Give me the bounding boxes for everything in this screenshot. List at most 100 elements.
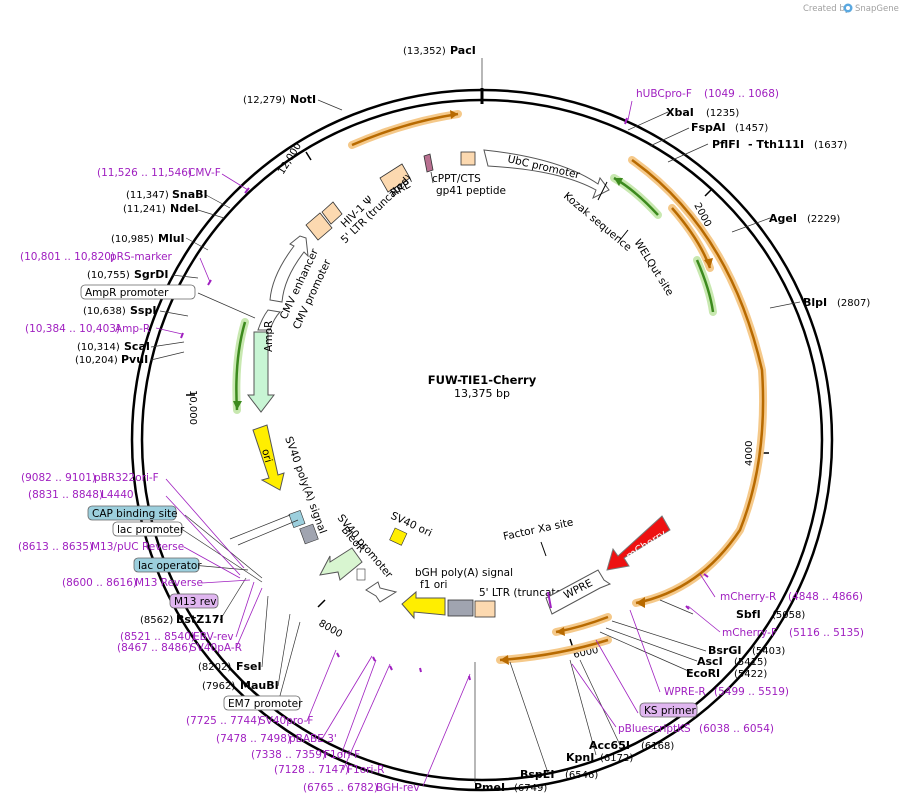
green-arrow-right-b (693, 256, 717, 316)
primer-range-prs-marker: (10,801 .. 10,820) (20, 251, 115, 263)
ltr-box-top (305, 212, 333, 241)
enzyme-name-sbfi: SbfI (736, 608, 761, 621)
enzyme-pos-pmei: (6749) (514, 783, 547, 794)
feature-ori: ori (259, 448, 274, 464)
primer-name-m13-reverse: M13 Reverse (135, 577, 203, 589)
boxed-label-ks-primer: KS primer (639, 702, 698, 718)
primer-name-pbluescriptks: pBluescriptKS (618, 723, 691, 735)
enzyme-pos-tth111i: (1637) (814, 140, 847, 151)
gp41-leader (430, 171, 434, 184)
primer-name-cmv-f: CMV-F (188, 167, 221, 179)
enzyme-labels: (13,352) PacI (12,279) NotI XbaI (1235) … (75, 44, 870, 794)
orange-arrow-bottom-a (552, 613, 612, 636)
feature-cppt-cts: cPPT/CTS (432, 173, 481, 185)
enzyme-pos-bspei: (6546) (565, 770, 598, 781)
sv40-cluster-boxes (288, 509, 319, 545)
enzyme-name-ndei: NdeI (170, 202, 199, 215)
enzyme-name-kpni: KpnI (566, 751, 594, 764)
enzyme-pos-ndei: (11,241) (123, 204, 166, 215)
primer-name-f1ori-r: F1ori-R (347, 764, 384, 776)
wpre-arrow (545, 569, 612, 615)
feature-welqut-site: WELQut site (631, 237, 675, 298)
primer-name-pbabe-3: pBABE 3' (289, 733, 337, 745)
enzyme-name-bspei: BspEI (520, 768, 554, 781)
wpre-primer-mark (547, 591, 552, 609)
primer-name-amp-r: Amp-R (115, 323, 150, 335)
enzyme-name-bstz17i: BstZ17I (176, 613, 224, 626)
boxed-label-m13-rev: M13 rev (169, 593, 219, 609)
primer-range-wpre-r: (5499 .. 5519) (714, 686, 789, 698)
plasmid-length: 13,375 bp (454, 387, 510, 400)
feature-sv40-polya: SV40 poly(A) signal (282, 435, 328, 535)
primer-leader-lines (155, 100, 721, 787)
enzyme-pos-sspi: (10,638) (83, 306, 126, 317)
enzyme-pos-kpni: (6172) (600, 753, 633, 764)
enzyme-pos-paci: (13,352) (403, 46, 446, 57)
cmv-promoter-arrow (257, 235, 309, 331)
green-arrow-left (232, 318, 249, 414)
feature-bgh-polya: bGH poly(A) signal (415, 567, 513, 579)
primer-labels: hUBCpro-F (1049 .. 1068) (11,526 .. 11,5… (18, 88, 864, 794)
primer-range-mcherry-r: (4848 .. 4866) (788, 591, 863, 603)
ori-arrow (252, 424, 285, 491)
primer-range-pbabe-3: (7478 .. 7498) (216, 733, 291, 745)
enzyme-pos-agei: (2229) (807, 214, 840, 225)
enzyme-pos-bstz17i: (8562) (140, 615, 173, 626)
kozak-marker (597, 181, 608, 201)
enzyme-name-pflfi: PflFI (712, 138, 740, 151)
enzyme-name-asci: AscI (697, 655, 723, 668)
primer-name-hubcpro-f: hUBCpro-F (636, 88, 692, 100)
enzyme-pos-mlui: (10,985) (111, 234, 154, 245)
boxed-label-text: AmpR promoter (85, 287, 169, 299)
enzyme-name-noti: NotI (290, 93, 316, 106)
tick-marks (186, 151, 769, 649)
primer-range-cmv-f: (11,526 .. 11,546) (97, 167, 192, 179)
boxed-label-text: lac promoter (117, 524, 185, 536)
ubc-promoter-arrow (483, 149, 610, 200)
enzyme-pos-blpi: (2807) (837, 298, 870, 309)
primer-range-pbluescriptks: (6038 .. 6054) (699, 723, 774, 735)
boxed-label-cap-binding-site: CAP binding site (87, 505, 178, 521)
primer-range-f1ori-f: (7338 .. 7359) (251, 749, 326, 761)
primer-range-hubcpro-f: (1049 .. 1068) (704, 88, 779, 100)
leader-lines (150, 58, 801, 783)
feature-gp41-peptide: gp41 peptide (436, 185, 506, 197)
em7-box (356, 568, 366, 581)
enzyme-pos-acc65i: (6168) (641, 741, 674, 752)
primer-name-f1ori-f: F1ori-F (324, 749, 360, 761)
boxed-label-ampr-promoter: AmpR promoter (80, 284, 196, 300)
mcherry-arrow (606, 515, 671, 571)
hiv-psi-box (321, 201, 343, 225)
cppt-box (460, 151, 476, 166)
primer-range-amp-r: (10,384 .. 10,403) (25, 323, 120, 335)
primer-name-prs-marker: pRS-marker (110, 251, 173, 263)
enzyme-pos-pvui: (10,204) (75, 355, 118, 366)
boxed-label-em7-promoter: EM7 promoter (223, 695, 303, 711)
boxed-label-text: CAP binding site (92, 508, 178, 520)
welqut-marker (619, 229, 629, 241)
sv40-ori-box (389, 527, 408, 546)
bleor-arrow (319, 547, 363, 581)
enzyme-name-xbai: XbaI (666, 106, 694, 119)
enzyme-name-maubi: MauBI (240, 679, 279, 692)
primer-range-pbr322ori-f: (9082 .. 9101) (21, 472, 96, 484)
snapgene-logo-icon (843, 3, 853, 13)
feature-factor-xa-site: Factor Xa site (502, 516, 574, 543)
feature-kozak-sequence: Kozak sequence (561, 190, 634, 254)
boxed-label-text: EM7 promoter (228, 698, 303, 710)
f1-ori-arrow (401, 590, 446, 620)
enzyme-name-pvui: PvuI (121, 353, 148, 366)
boxed-label-text: lac operator (138, 560, 202, 572)
primer-name-sv40pa-r: SV40pA-R (190, 642, 242, 654)
enzyme-pos-xbai: (1235) (706, 108, 739, 119)
primer-range-bgh-rev: (6765 .. 6782) (303, 782, 378, 794)
enzyme-name-tth111i: - Tth111I (748, 138, 804, 151)
enzyme-pos-asci: (5415) (734, 657, 767, 668)
enzyme-name-bsrgi: BsrGI (708, 644, 741, 657)
enzyme-name-mlui: MluI (158, 232, 185, 245)
enzyme-pos-sbfi: (5058) (772, 610, 805, 621)
ampr-arrow (246, 331, 276, 413)
orange-arrow-bottom-b (496, 636, 612, 665)
primer-name-wpre-r: WPRE-R (664, 686, 706, 698)
enzyme-pos-noti: (12,279) (243, 95, 286, 106)
